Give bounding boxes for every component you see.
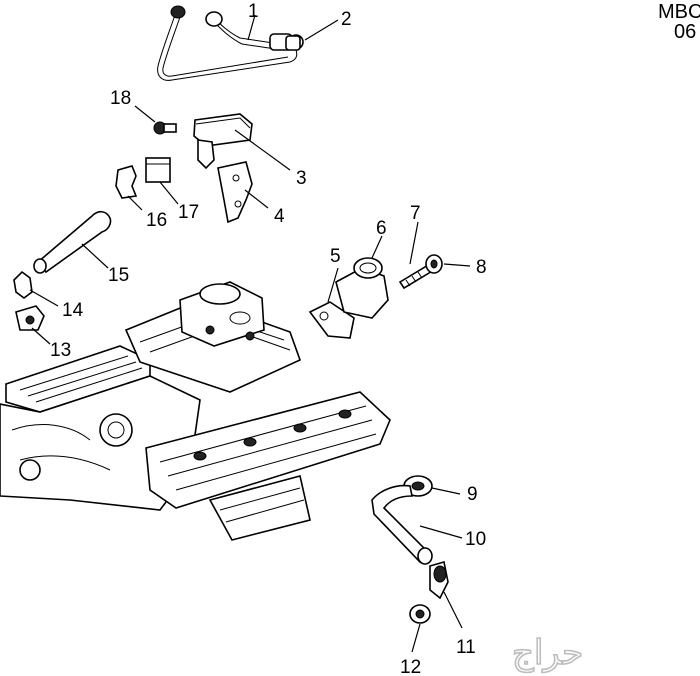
callout-3: 3	[296, 168, 307, 189]
callout-9: 9	[467, 484, 478, 505]
callout-10: 10	[465, 529, 486, 550]
callout-13: 13	[50, 340, 71, 361]
part-3-module	[193, 113, 253, 170]
corner-code-line1: MBC	[658, 1, 700, 23]
corner-code-line2: 06	[674, 21, 696, 43]
callout-1: 1	[248, 1, 259, 22]
callout-4: 4	[274, 206, 285, 227]
callout-6: 6	[376, 218, 387, 239]
callout-12: 12	[400, 657, 421, 676]
part-12-grommet	[409, 604, 431, 624]
callout-15: 15	[108, 265, 129, 286]
part-11-valve	[429, 560, 449, 600]
part-2-connector	[285, 35, 301, 51]
part-15-hose	[33, 210, 112, 274]
part-13-grommet	[15, 305, 45, 331]
engine-assembly	[0, 281, 391, 541]
callout-5: 5	[330, 246, 341, 267]
callout-17: 17	[178, 202, 199, 223]
part-1-vacuum-pipe	[157, 5, 304, 81]
part-14-elbow	[13, 270, 33, 299]
part-16-gasket	[115, 165, 138, 199]
callout-8: 8	[476, 257, 487, 278]
part-4-bracket	[217, 161, 253, 224]
part-8-nut	[425, 254, 443, 274]
callout-11: 11	[456, 637, 476, 658]
callout-7: 7	[410, 203, 421, 224]
callout-14: 14	[62, 300, 84, 321]
part-6-egr-valve	[335, 257, 389, 319]
part-17-block	[145, 157, 171, 183]
part-18-bolt	[153, 121, 177, 135]
watermark: حراج	[512, 633, 583, 673]
callout-16: 16	[146, 210, 167, 231]
callout-2: 2	[341, 9, 352, 30]
callout-18: 18	[110, 88, 131, 109]
part-10-hose	[371, 484, 433, 565]
